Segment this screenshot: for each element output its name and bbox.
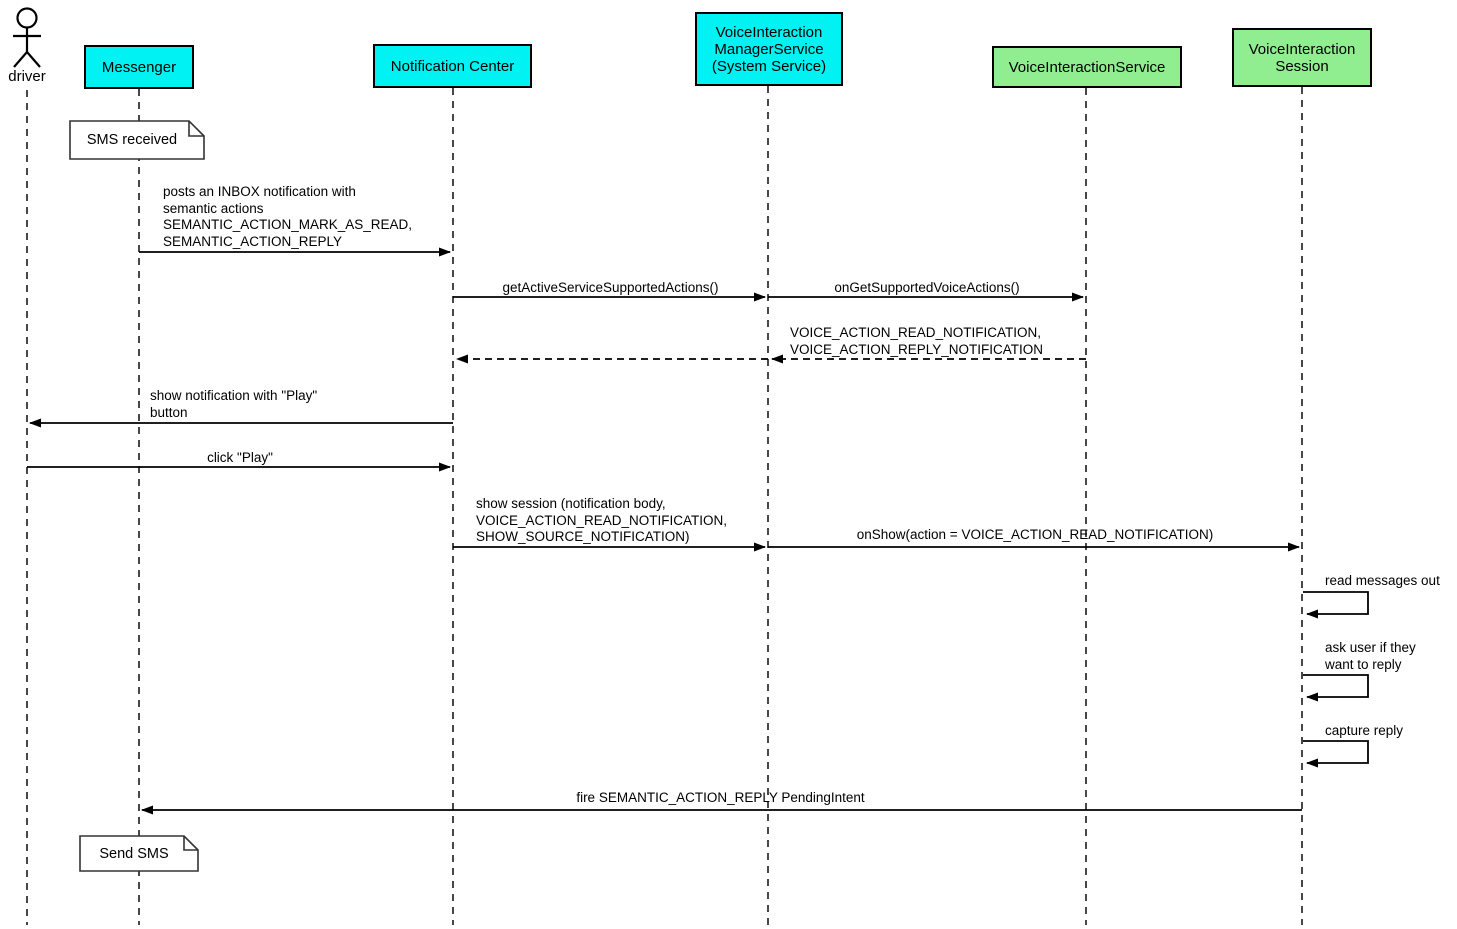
participant-messenger: Messenger <box>84 45 194 89</box>
message-line: ask user if they <box>1325 640 1416 655</box>
message-label-ask-user-reply: ask user if they want to reply <box>1325 640 1416 673</box>
participant-voiceinteraction-session: VoiceInteraction Session <box>1232 28 1372 87</box>
message-line: show notification with "Play" <box>150 388 318 403</box>
message-label-fire-semantic-action-reply: fire SEMANTIC_ACTION_REPLY PendingIntent <box>139 790 1302 807</box>
message-line: capture reply <box>1325 723 1404 738</box>
message-line: read messages out <box>1325 573 1440 588</box>
message-label-on-get-supported-voice-actions: onGetSupportedVoiceActions() <box>768 280 1086 297</box>
message-label-read-messages-out: read messages out <box>1325 573 1440 590</box>
message-line: want to reply <box>1325 656 1402 672</box>
note-sms-received-fold <box>188 121 204 137</box>
note-send-sms: Send SMS <box>80 836 188 871</box>
message-line: click "Play" <box>207 450 273 465</box>
message-label-show-notification-play: show notification with "Play" button <box>150 388 317 421</box>
message-label-show-session: show session (notification body, VOICE_A… <box>476 496 727 546</box>
participant-voiceinteraction-managerservice: VoiceInteraction ManagerService (System … <box>695 12 843 86</box>
note-sms-received-shape <box>69 120 205 160</box>
message-line: VOICE_ACTION_READ_NOTIFICATION, <box>790 325 1042 340</box>
message-line: onGetSupportedVoiceActions() <box>834 280 1020 295</box>
note-text: Send SMS <box>99 845 169 862</box>
message-line: SEMANTIC_ACTION_REPLY <box>163 233 343 249</box>
note-send-sms-shape <box>79 835 199 872</box>
participant-label: Messenger <box>101 58 177 76</box>
note-send-sms-fold <box>183 836 198 851</box>
actor-driver-label: driver <box>8 68 46 85</box>
message-label-click-play: click "Play" <box>27 450 453 467</box>
message-line: VOICE_ACTION_REPLY_NOTIFICATION <box>790 341 1044 357</box>
message-line: SHOW_SOURCE_NOTIFICATION) <box>476 529 690 544</box>
message-label-capture-reply: capture reply <box>1325 723 1403 740</box>
participant-voiceinteractionservice: VoiceInteractionService <box>992 46 1182 88</box>
message-label-posts-inbox-notification: posts an INBOX notification with semanti… <box>163 184 412 250</box>
note-sms-received: SMS received <box>70 121 194 159</box>
participant-label: (System Service) <box>711 57 827 75</box>
note-text: SMS received <box>86 132 178 148</box>
message-line: posts an INBOX notification with <box>163 184 356 199</box>
self-arrow-capture-reply <box>1303 740 1369 768</box>
message-label-voice-actions-return: VOICE_ACTION_READ_NOTIFICATION, VOICE_AC… <box>790 325 1043 358</box>
participant-label: VoiceInteractionService <box>1008 58 1166 76</box>
self-arrow-ask-user-reply <box>1303 674 1369 702</box>
participant-label: VoiceInteraction <box>715 23 823 41</box>
actor-driver-icon <box>13 7 41 68</box>
message-line: SEMANTIC_ACTION_MARK_AS_READ, <box>163 217 413 232</box>
message-label-on-show: onShow(action = VOICE_ACTION_READ_NOTIFI… <box>768 527 1302 544</box>
message-line: button <box>150 404 188 420</box>
participant-label: Notification Center <box>390 57 515 75</box>
participant-label: ManagerService <box>714 40 824 58</box>
self-arrow-read-messages-out <box>1303 591 1369 619</box>
message-line: getActiveServiceSupportedActions() <box>502 280 719 295</box>
message-line: semantic actions <box>163 200 264 216</box>
message-line: show session (notification body, <box>476 496 666 511</box>
message-line: onShow(action = VOICE_ACTION_READ_NOTIFI… <box>856 527 1214 542</box>
message-line: fire SEMANTIC_ACTION_REPLY PendingIntent <box>576 790 865 805</box>
participant-notification-center: Notification Center <box>373 44 532 88</box>
participant-label: VoiceInteraction <box>1248 40 1356 58</box>
participant-label: Session <box>1275 57 1329 75</box>
message-label-get-active-service-supported-actions: getActiveServiceSupportedActions() <box>453 280 768 297</box>
message-line: VOICE_ACTION_READ_NOTIFICATION, <box>476 512 728 528</box>
